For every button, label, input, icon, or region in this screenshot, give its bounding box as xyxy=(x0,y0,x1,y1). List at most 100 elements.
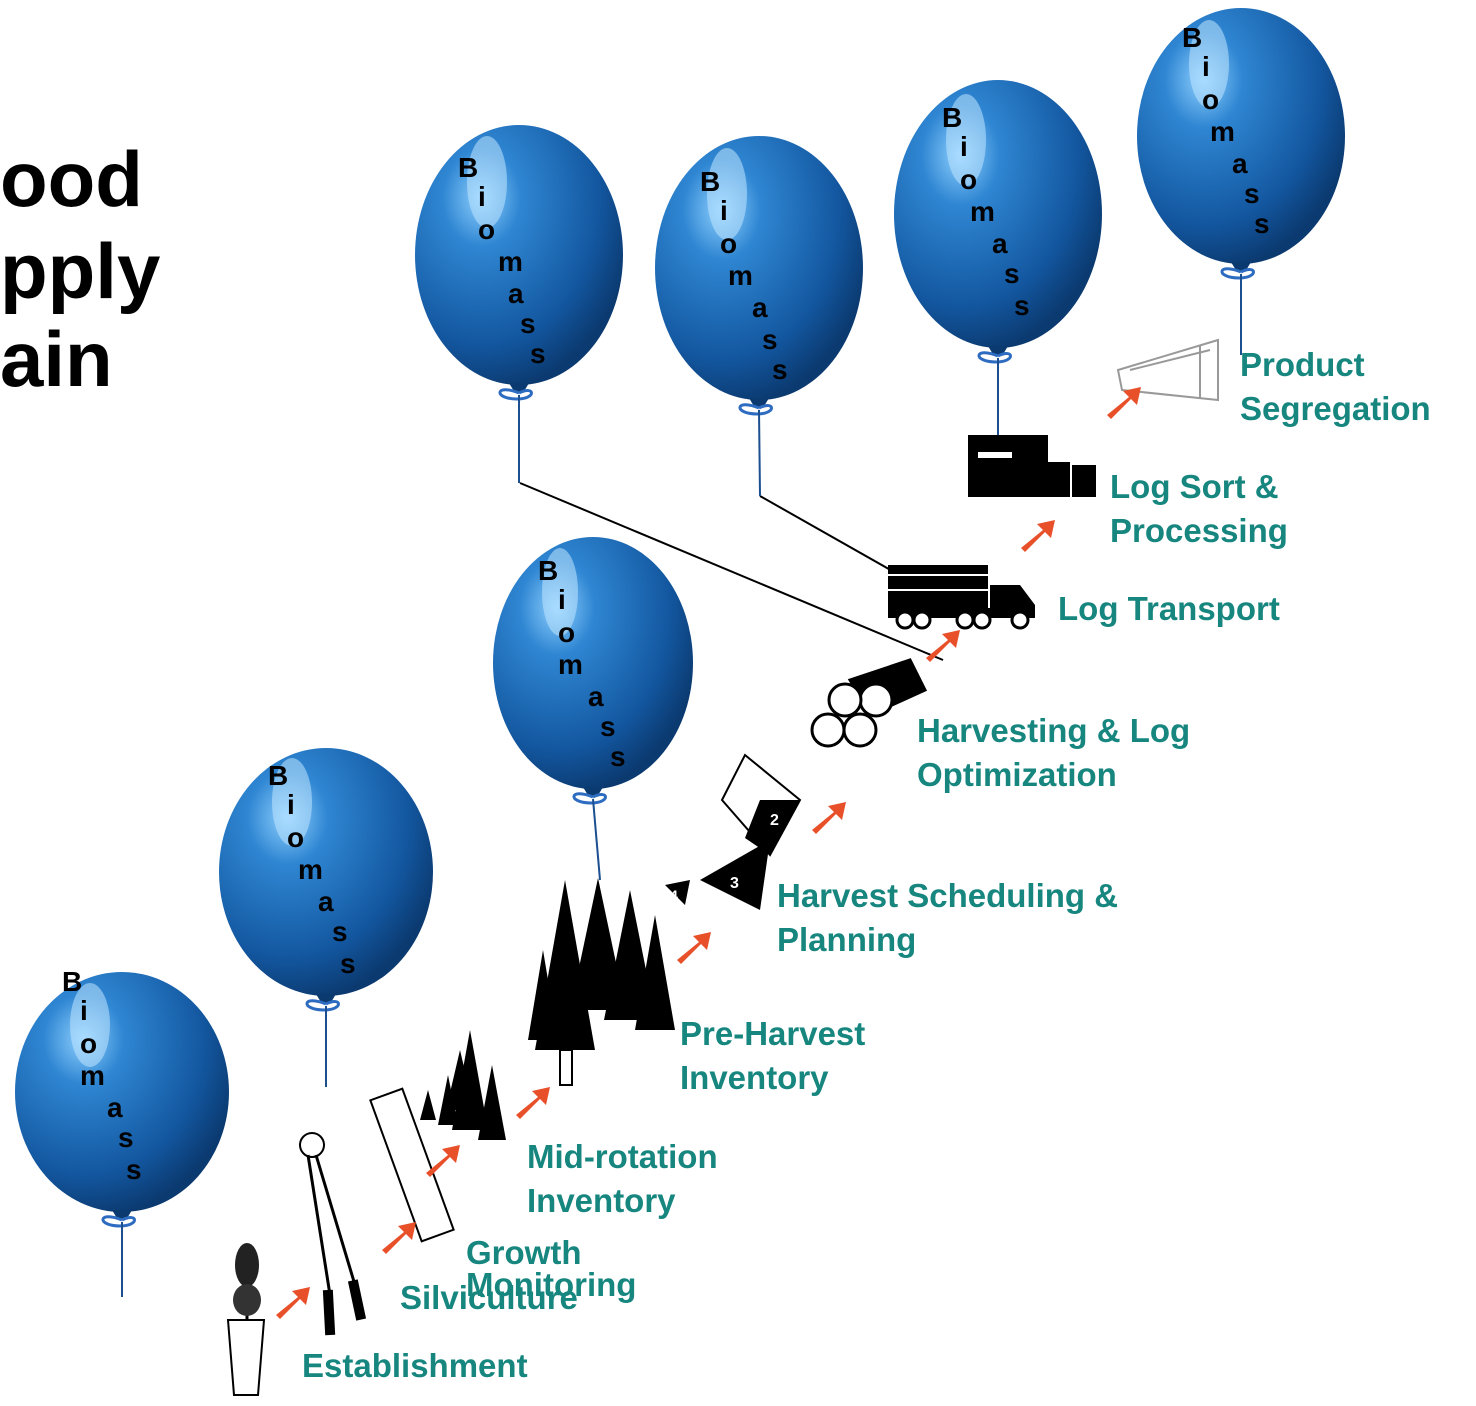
balloon-letter: m xyxy=(728,260,753,291)
balloon-text: B i o m a s s xyxy=(942,104,1030,320)
balloon-letter: o xyxy=(720,228,738,259)
balloon-letter: s xyxy=(1004,258,1020,289)
label-silviculture: Silviculture xyxy=(400,1279,578,1316)
balloon xyxy=(655,136,863,497)
balloon-letter: o xyxy=(558,617,576,648)
log-pile-icon xyxy=(810,658,928,748)
balloon-letter: i xyxy=(558,584,566,615)
balloon-letter: B xyxy=(62,966,83,997)
mature-trees-icon xyxy=(528,878,675,1086)
label-harvesting-1: Harvesting & Log xyxy=(917,712,1191,749)
label-harvesting-2: Optimization xyxy=(917,756,1117,793)
progression-arrow xyxy=(677,932,711,964)
balloon-letter: B xyxy=(268,760,289,791)
balloon xyxy=(1137,8,1345,355)
balloon-letter: s xyxy=(118,1122,134,1153)
balloon-letter: i xyxy=(960,131,968,162)
balloon-letter: s xyxy=(332,916,348,947)
label-harvest-scheduling-1: Harvest Scheduling & xyxy=(777,877,1119,914)
balloon-letter: i xyxy=(287,789,295,820)
balloon-letter: B xyxy=(538,555,559,586)
balloon-letter: m xyxy=(498,246,523,277)
balloon-letter: o xyxy=(80,1028,98,1059)
balloon-letter: a xyxy=(107,1092,123,1123)
balloon-letter: o xyxy=(287,822,305,853)
label-product-segregation-1: Product xyxy=(1240,346,1365,383)
balloon-text: B i o m a s s xyxy=(700,168,788,384)
balloon-letter: s xyxy=(762,324,778,355)
balloon-letter: o xyxy=(478,214,496,245)
progression-arrow xyxy=(812,802,846,834)
balloon-letter: o xyxy=(960,164,978,195)
balloon xyxy=(15,972,229,1297)
balloon-letter: o xyxy=(1202,84,1220,115)
balloon-letter: a xyxy=(318,886,334,917)
label-pre-harvest-2: Inventory xyxy=(680,1059,829,1096)
sawmill-icon xyxy=(968,435,1096,497)
balloon-letter: m xyxy=(970,196,995,227)
label-log-sort-2: Processing xyxy=(1110,512,1288,549)
balloon-letter: B xyxy=(1182,22,1203,53)
label-growth-monitoring-1: Growth xyxy=(466,1234,582,1271)
young-trees-icon xyxy=(420,1030,506,1140)
progression-arrow xyxy=(1021,520,1055,552)
balloon-letter: s xyxy=(530,338,546,369)
ruler-icon xyxy=(369,1087,455,1243)
label-mid-rotation-1: Mid-rotation xyxy=(527,1138,718,1175)
map-sheet-digit: 4 xyxy=(670,887,678,903)
title-line-1: ood xyxy=(0,135,143,223)
label-log-sort-1: Log Sort & xyxy=(1110,468,1279,505)
map-sheets-icon: 2 3 4 xyxy=(665,753,802,910)
balloon-letter: a xyxy=(752,292,768,323)
balloon-letter: B xyxy=(458,152,479,183)
title-line-2: pply xyxy=(0,227,161,315)
balloon-letter: a xyxy=(992,228,1008,259)
progression-arrow xyxy=(426,1145,460,1177)
progression-arrow xyxy=(926,630,960,662)
balloon xyxy=(219,748,433,1087)
balloon-letter: i xyxy=(720,195,728,226)
label-establishment: Establishment xyxy=(302,1347,528,1384)
label-mid-rotation-2: Inventory xyxy=(527,1182,676,1219)
balloon-letter: i xyxy=(80,995,88,1026)
label-log-transport: Log Transport xyxy=(1058,590,1280,627)
balloon-letter: i xyxy=(1202,51,1210,82)
progression-arrow xyxy=(516,1087,550,1119)
label-pre-harvest-1: Pre-Harvest xyxy=(680,1015,866,1052)
map-sheet-digit: 3 xyxy=(730,875,739,892)
balloon-letter: s xyxy=(600,711,616,742)
balloon-letter: m xyxy=(1210,116,1235,147)
balloon-letter: a xyxy=(1232,148,1248,179)
balloon-letter: B xyxy=(700,166,721,197)
balloon-letter: s xyxy=(340,948,356,979)
balloon-string-line xyxy=(519,482,944,661)
pruner-icon xyxy=(299,1132,367,1336)
seedling-icon xyxy=(226,1243,266,1396)
balloon-letter: s xyxy=(520,308,536,339)
log-truck-icon xyxy=(888,565,1035,630)
label-product-segregation-2: Segregation xyxy=(1240,390,1431,427)
balloon-letter: s xyxy=(1244,178,1260,209)
balloon xyxy=(894,80,1102,436)
progression-arrow xyxy=(276,1287,310,1319)
balloon-letter: m xyxy=(298,854,323,885)
balloon-letter: a xyxy=(588,681,604,712)
balloon-text: B i o m a s s xyxy=(458,154,546,368)
balloon-text: B i o m a s s xyxy=(538,557,626,771)
balloon-letter: B xyxy=(942,102,963,133)
balloon-text: B i o m a s s xyxy=(1182,24,1270,238)
title-line-3: ain xyxy=(0,315,113,403)
balloon-text: B i o m a s s xyxy=(268,762,356,978)
balloon-letter: s xyxy=(1254,208,1270,239)
balloon-letter: s xyxy=(126,1154,142,1185)
balloon-letter: s xyxy=(610,741,626,772)
balloon-text: B i o m a s s xyxy=(62,968,142,1184)
balloon xyxy=(415,125,623,483)
balloon-letter: s xyxy=(1014,290,1030,321)
map-sheet-digit: 2 xyxy=(770,812,779,829)
balloon-letter: a xyxy=(508,278,524,309)
balloon-letter: m xyxy=(558,649,583,680)
progression-arrow xyxy=(382,1222,416,1254)
balloon-letter: s xyxy=(772,354,788,385)
